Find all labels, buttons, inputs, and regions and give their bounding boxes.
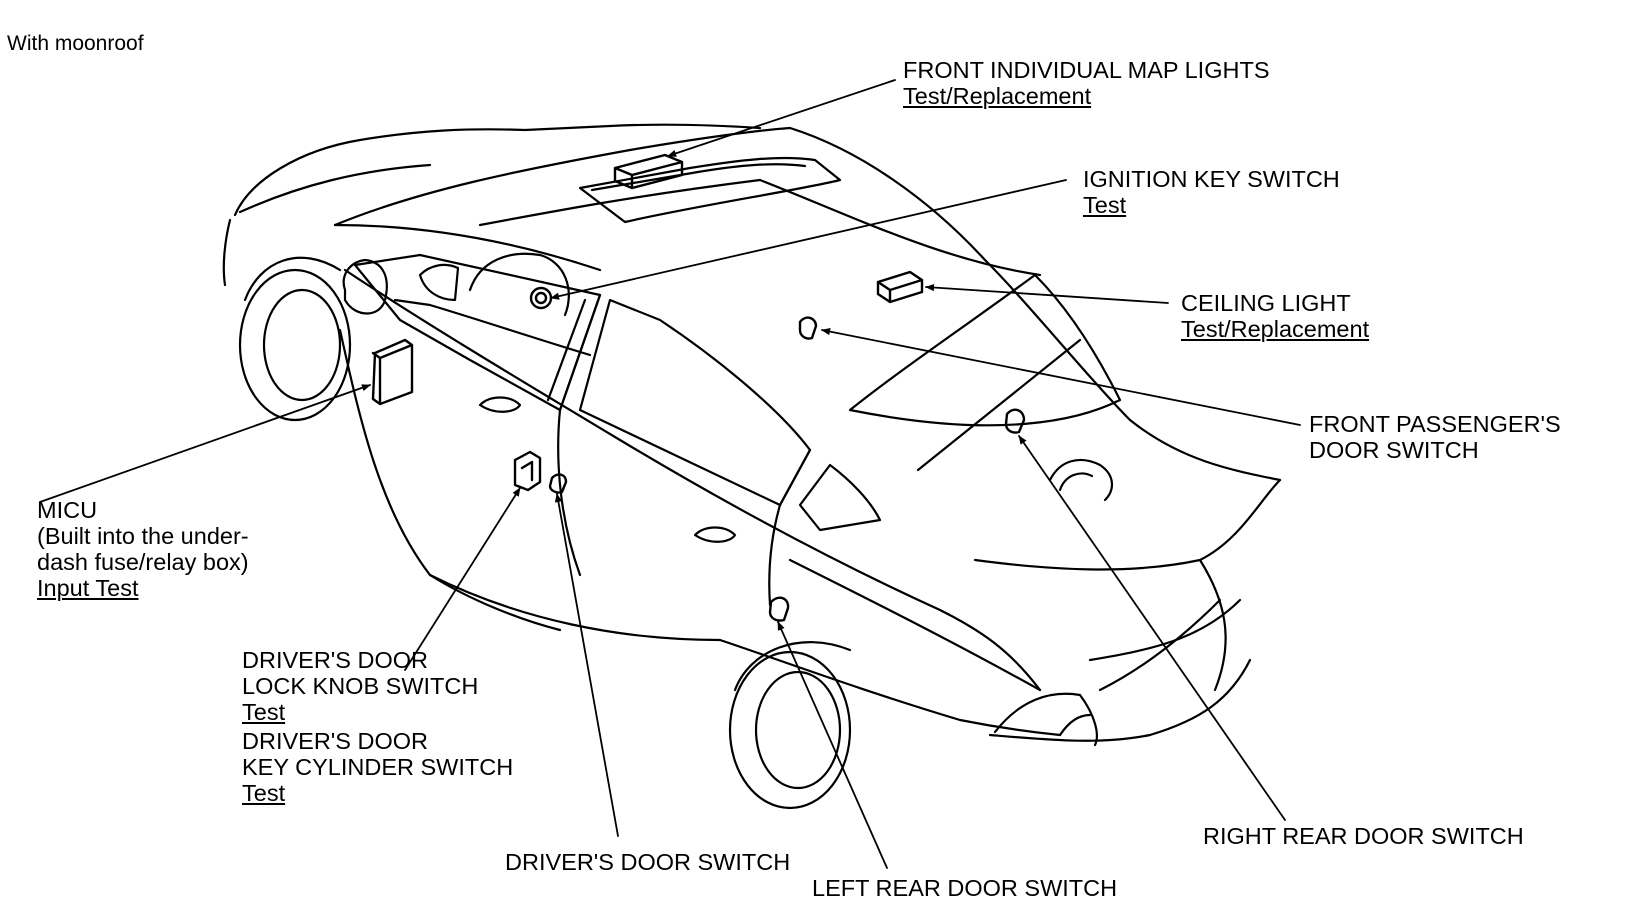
front-passenger-switch-icon — [798, 316, 818, 340]
components — [371, 153, 1026, 622]
leader-driver-door — [554, 493, 619, 837]
map-lights-title: FRONT INDIVIDUAL MAP LIGHTS — [903, 57, 1270, 83]
micu-title: MICU — [37, 497, 98, 523]
front-passenger-line2: DOOR SWITCH — [1309, 437, 1479, 463]
left-rear-title: LEFT REAR DOOR SWITCH — [812, 875, 1118, 901]
leader-map-lights — [667, 79, 896, 157]
callout-map-lights: FRONT INDIVIDUAL MAP LIGHTS Test/Replace… — [903, 57, 1270, 109]
map-lights-link[interactable]: Test/Replacement — [903, 83, 1092, 109]
leader-lines — [39, 79, 1301, 869]
callout-driver-door-switch: DRIVER'S DOOR SWITCH — [505, 849, 790, 875]
right-rear-switch-icon — [1004, 408, 1026, 434]
leader-micu — [39, 384, 371, 503]
lock-knob-line2: LOCK KNOB SWITCH — [242, 673, 479, 699]
leader-ceiling — [925, 283, 1169, 304]
right-rear-title: RIGHT REAR DOOR SWITCH — [1203, 823, 1524, 849]
callout-driver-door-key-cylinder-switch: DRIVER'S DOOR KEY CYLINDER SWITCH Test — [242, 728, 513, 806]
map-light-box-icon — [613, 153, 684, 190]
diagram-caption: With moonroof — [7, 32, 144, 55]
leader-right-rear — [1018, 435, 1286, 821]
ignition-title: IGNITION KEY SWITCH — [1083, 166, 1340, 192]
callout-left-rear-door-switch: LEFT REAR DOOR SWITCH — [812, 875, 1118, 901]
ceiling-title: CEILING LIGHT — [1181, 290, 1351, 316]
micu-input-test-link[interactable]: Input Test — [37, 575, 139, 601]
callout-ceiling-light: CEILING LIGHT Test/Replacement — [1181, 290, 1369, 342]
leader-left-rear — [777, 621, 888, 869]
driver-door-switch-icon — [548, 473, 568, 494]
key-cyl-line2: KEY CYLINDER SWITCH — [242, 754, 514, 780]
callout-ignition-key-switch: IGNITION KEY SWITCH Test — [1083, 166, 1340, 218]
lock-knob-switch-icon — [513, 450, 542, 492]
ignition-switch-icon — [529, 286, 553, 310]
callout-driver-door-lock-knob-switch: DRIVER'S DOOR LOCK KNOB SWITCH Test — [242, 647, 478, 725]
leader-ignition — [550, 179, 1067, 300]
left-rear-switch-icon — [768, 596, 790, 622]
key-cyl-line1: DRIVER'S DOOR — [242, 728, 428, 754]
callout-front-passenger-door-switch: FRONT PASSENGER'S DOOR SWITCH — [1309, 411, 1561, 463]
micu-line2: (Built into the under- — [37, 523, 249, 549]
micu-line3: dash fuse/relay box) — [37, 549, 249, 575]
ceiling-link[interactable]: Test/Replacement — [1181, 316, 1370, 342]
front-passenger-line1: FRONT PASSENGER'S — [1309, 411, 1561, 437]
callout-right-rear-door-switch: RIGHT REAR DOOR SWITCH — [1203, 823, 1524, 849]
leader-lock-knob — [404, 487, 521, 671]
ignition-test-link[interactable]: Test — [1083, 192, 1127, 218]
key-cyl-test-link[interactable]: Test — [242, 780, 286, 806]
lock-knob-line1: DRIVER'S DOOR — [242, 647, 428, 673]
leader-front-passenger — [821, 328, 1301, 426]
micu-box-icon — [371, 338, 414, 406]
callout-micu: MICU (Built into the under- dash fuse/re… — [37, 497, 249, 601]
ceiling-light-icon — [876, 270, 924, 304]
driver-door-title: DRIVER'S DOOR SWITCH — [505, 849, 791, 875]
lock-knob-test-link[interactable]: Test — [242, 699, 286, 725]
